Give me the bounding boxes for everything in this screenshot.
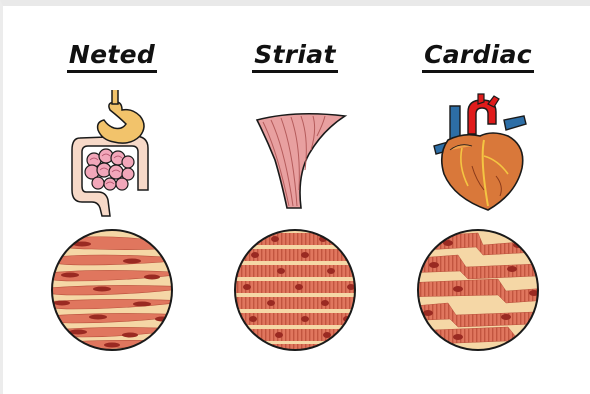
smooth-muscle-label: Neted: [67, 40, 157, 73]
smooth-muscle-tissue-circle: [22, 225, 202, 355]
striated-muscle-label: Striat: [252, 40, 337, 73]
striated-muscle-tissue-circle: [205, 225, 385, 355]
smooth-muscle-title: Neted: [22, 40, 202, 73]
smooth-muscle-column: Neted: [22, 0, 202, 394]
cardiac-muscle-title: Cardiac: [388, 40, 568, 73]
heart-illustration: [388, 90, 568, 220]
striated-muscle-title: Striat: [205, 40, 385, 73]
striated-muscle-column: Striat: [205, 0, 385, 394]
cardiac-muscle-column: Cardiac: [388, 0, 568, 394]
cardiac-muscle-tissue-circle: [388, 225, 568, 355]
cardiac-muscle-label: Cardiac: [422, 40, 534, 73]
skeletal-muscle-illustration: [205, 90, 385, 220]
digestive-system-illustration: [22, 90, 202, 220]
